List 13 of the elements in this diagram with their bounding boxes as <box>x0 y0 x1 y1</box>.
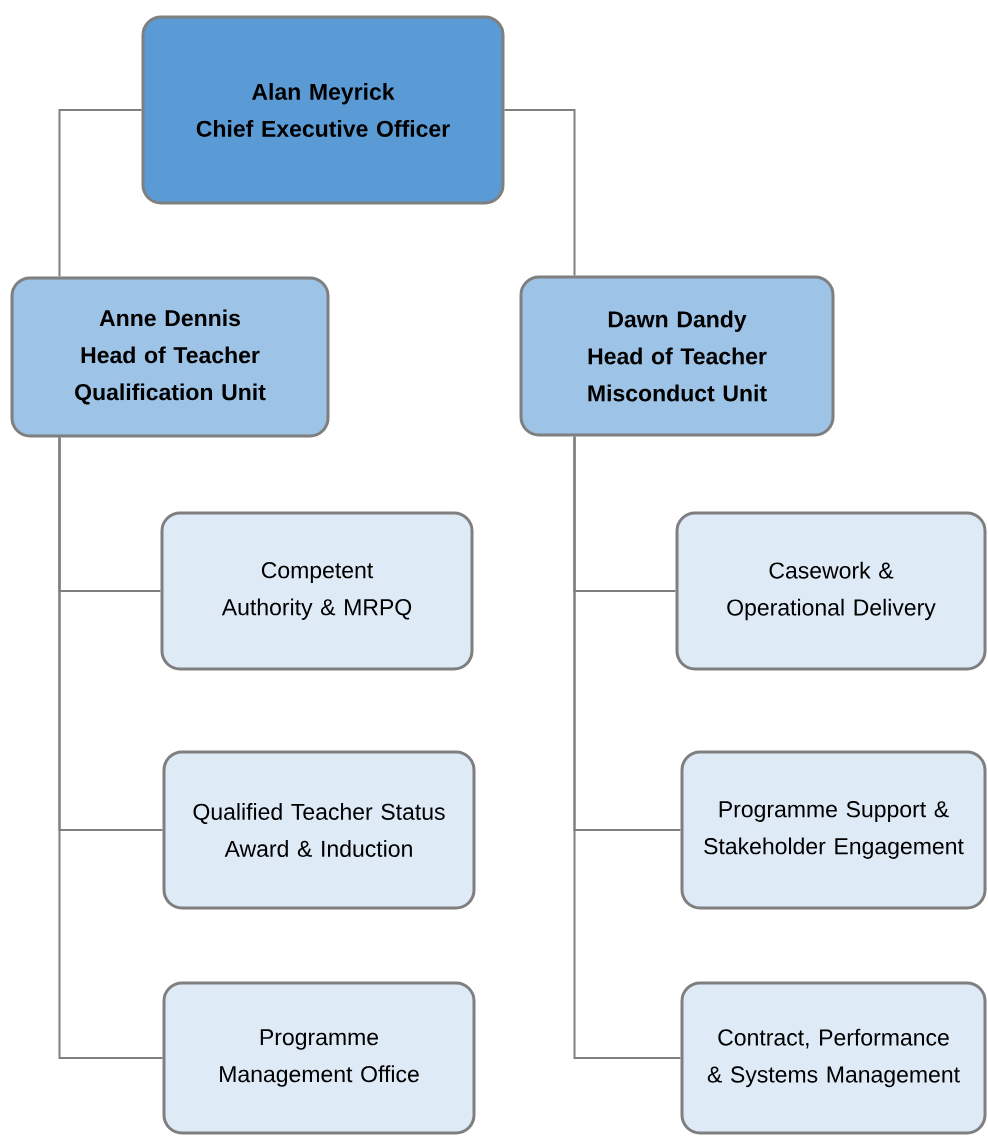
connector-line <box>58 109 143 278</box>
org-box: Casework & Operational Delivery <box>675 511 987 671</box>
connector-line <box>503 109 576 277</box>
connector-line <box>573 435 682 1059</box>
org-box: Alan Meyrick Chief Executive Officer <box>141 15 505 205</box>
org-box: Qualified Teacher Status Award & Induction <box>162 750 476 910</box>
org-box: Contract, Performance & Systems Management <box>680 981 987 1135</box>
org-box: Programme Management Office <box>162 981 476 1135</box>
org-box: Competent Authority & MRPQ <box>160 511 474 671</box>
org-box: Dawn Dandy Head of Teacher Misconduct Unit <box>519 275 835 437</box>
org-box: Anne Dennis Head of Teacher Qualification Unit <box>10 276 330 438</box>
org-box: Programme Support & Stakeholder Engagement <box>680 750 987 910</box>
connector-line <box>58 436 164 1059</box>
